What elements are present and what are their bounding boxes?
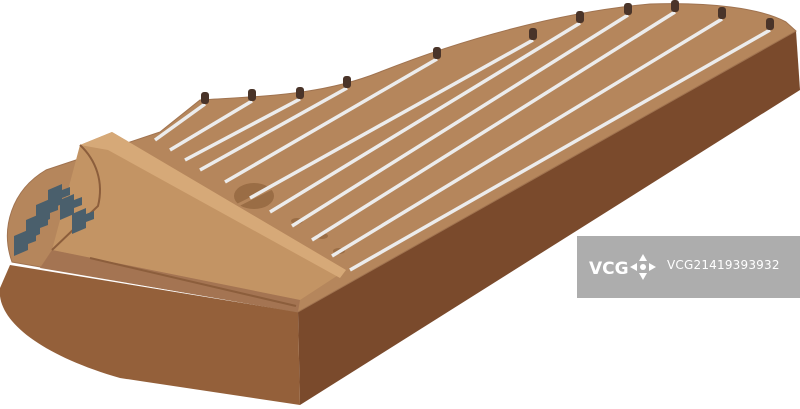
tuning-peg	[718, 7, 726, 19]
string	[169, 99, 253, 152]
tuning-peg	[576, 11, 584, 23]
bridge-ridge	[51, 144, 101, 251]
string	[184, 97, 301, 162]
tuning-key	[60, 194, 82, 220]
tuning-peg	[433, 47, 441, 59]
bridge-lower-step	[40, 250, 300, 312]
tuning-peg	[624, 3, 632, 15]
bridge-front	[80, 132, 346, 278]
tuning-peg	[296, 87, 304, 99]
watermark: VCG VCG21419393932	[577, 236, 800, 298]
tuning-keys-group	[14, 184, 94, 256]
tuning-key	[14, 230, 36, 256]
tuning-pegs-group	[201, 0, 774, 104]
tuning-peg	[529, 28, 537, 40]
watermark-id: VCG21419393932	[667, 258, 780, 272]
tuning-peg	[248, 89, 256, 101]
string	[153, 102, 207, 142]
string	[199, 86, 348, 172]
strings-group	[153, 10, 771, 272]
string	[291, 13, 629, 228]
bridge-step-line	[89, 257, 297, 307]
tuning-peg	[201, 92, 209, 104]
vcg-logo-text: VCG	[589, 259, 629, 279]
body-front-side	[0, 265, 300, 405]
tuning-key	[26, 214, 48, 240]
tuning-peg	[343, 76, 351, 88]
bridge-top	[52, 132, 346, 300]
string	[349, 28, 771, 272]
string	[224, 57, 438, 184]
tuning-peg	[766, 18, 774, 30]
tuning-key	[36, 199, 58, 225]
tuning-key	[48, 184, 70, 210]
tuning-peg	[671, 0, 679, 12]
body-right-side	[298, 31, 800, 405]
string	[269, 21, 581, 214]
string	[331, 17, 723, 258]
string	[249, 38, 534, 200]
vcg-logo-icon: VCG	[589, 254, 656, 280]
string	[311, 10, 676, 242]
tuning-key	[72, 208, 94, 234]
